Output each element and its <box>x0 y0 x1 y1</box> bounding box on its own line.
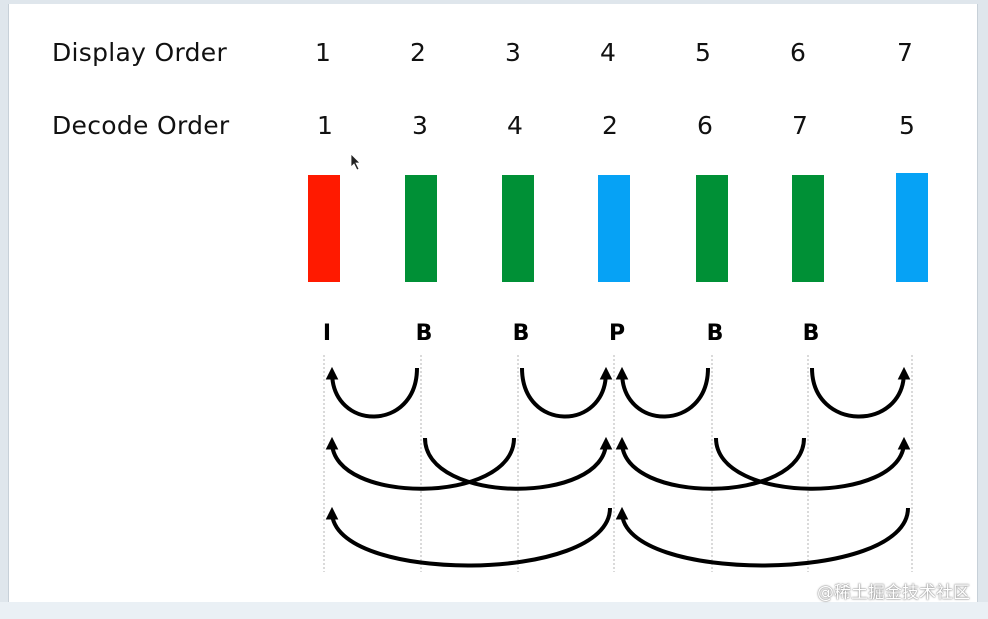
decode-order-number: 4 <box>507 111 523 140</box>
decode-order-number: 2 <box>602 111 618 140</box>
reference-arc <box>615 506 910 568</box>
reference-arc <box>325 506 612 568</box>
frame-bar <box>308 175 340 282</box>
display-order-number: 7 <box>897 38 913 67</box>
frame-type-label: P <box>609 321 625 346</box>
display-order-number: 4 <box>600 38 616 67</box>
frame-bar <box>502 175 534 282</box>
frame-type-label: B <box>416 321 433 346</box>
display-order-number: 3 <box>505 38 521 67</box>
display-order-number: 2 <box>410 38 426 67</box>
reference-arc <box>423 436 613 491</box>
frame-type-label: B <box>707 321 724 346</box>
display-order-number: 5 <box>695 38 711 67</box>
display-order-number: 6 <box>790 38 806 67</box>
decode-order-number: 7 <box>792 111 808 140</box>
display-order-number: 1 <box>315 38 331 67</box>
decode-order-number: 6 <box>697 111 713 140</box>
decode-order-number: 1 <box>317 111 333 140</box>
frame-bar <box>792 175 824 282</box>
decode-order-label: Decode Order <box>52 111 230 140</box>
frame-type-label: B <box>803 321 820 346</box>
frame-bar <box>696 175 728 282</box>
slide <box>8 4 978 602</box>
reference-arc <box>325 436 516 491</box>
frame-bar <box>598 175 630 282</box>
frame-type-label: B <box>513 321 530 346</box>
frame-type-label: I <box>323 321 331 346</box>
watermark: @稀土掘金技术社区 <box>817 583 970 603</box>
reference-arc <box>615 436 806 491</box>
reference-arc <box>714 436 911 491</box>
reference-arc <box>810 366 911 419</box>
reference-arc <box>615 366 710 419</box>
decode-order-number: 3 <box>412 111 428 140</box>
display-order-label: Display Order <box>52 38 228 67</box>
reference-arc <box>520 366 613 419</box>
frame-bar <box>405 175 437 282</box>
mouse-pointer-icon <box>350 153 361 171</box>
bottom-strip <box>0 602 988 619</box>
decode-order-number: 5 <box>899 111 915 140</box>
frame-bar <box>896 173 928 282</box>
reference-arc <box>325 366 419 419</box>
